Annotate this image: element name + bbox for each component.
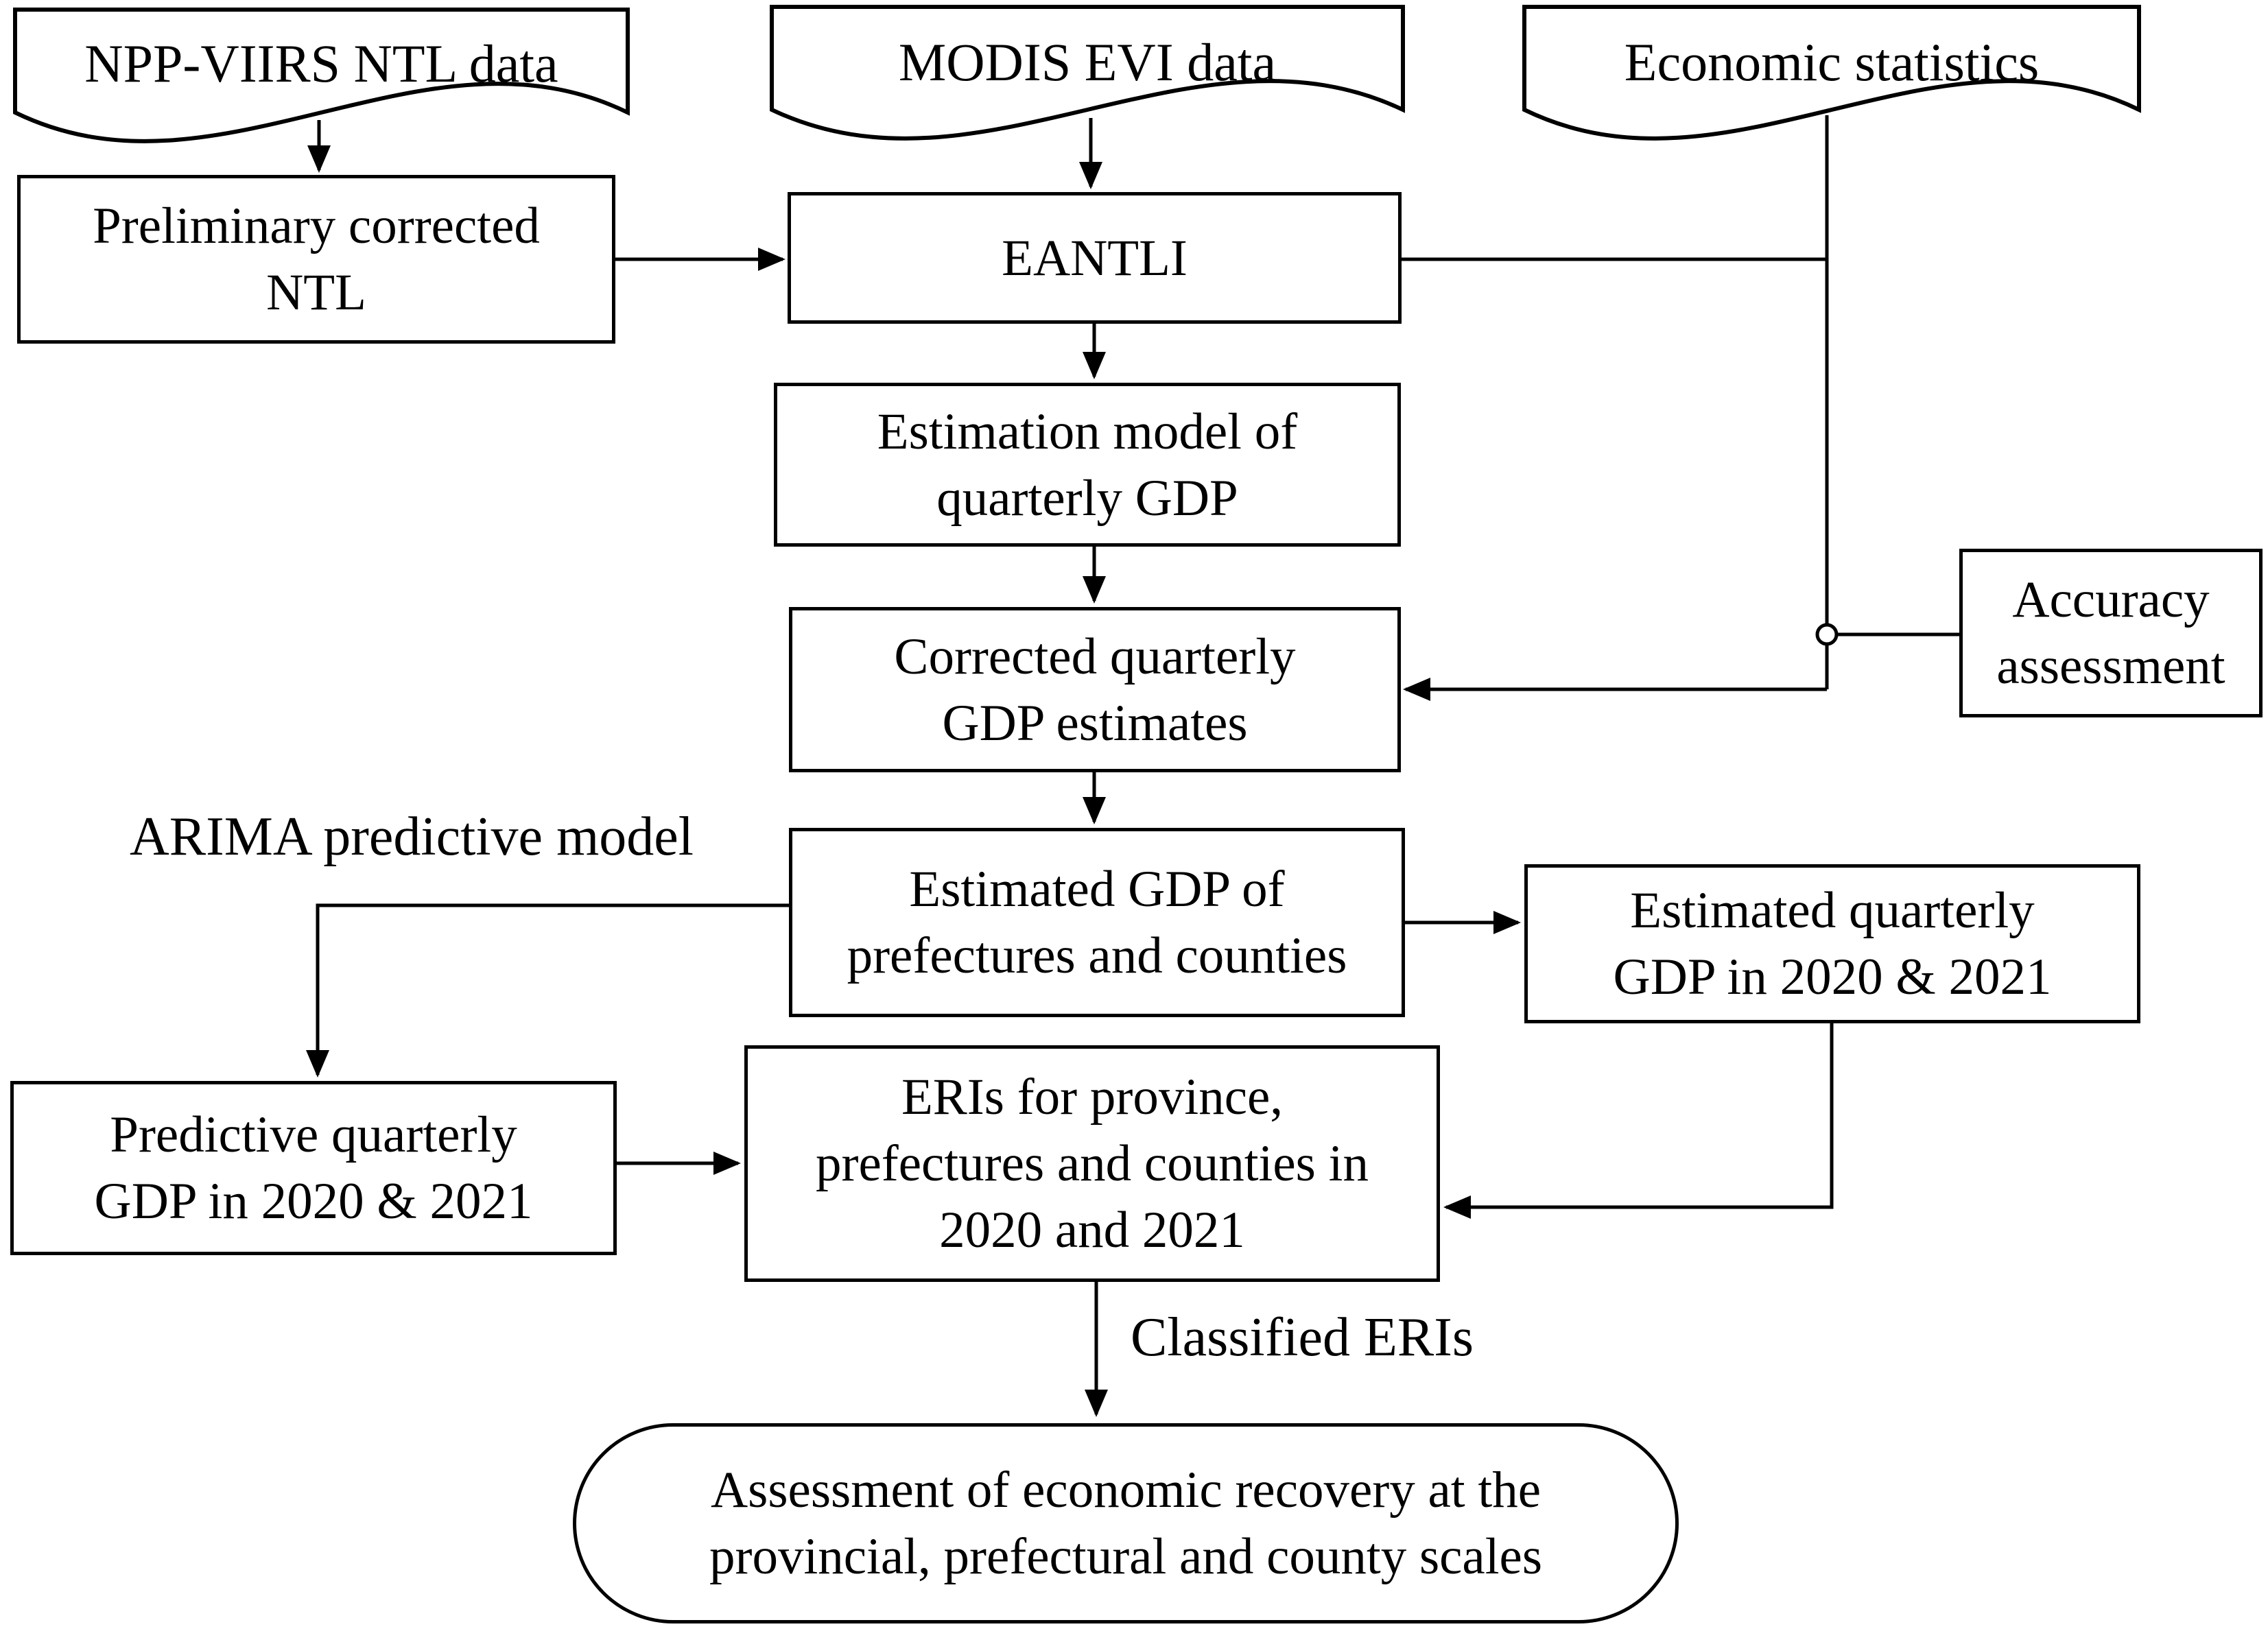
node-label-line: prefectures and counties bbox=[847, 927, 1347, 984]
node-label-line: Estimated GDP of bbox=[909, 861, 1285, 918]
node-label-line: provincial, prefectural and county scale… bbox=[709, 1528, 1543, 1585]
node-label-line: ERIs for province, bbox=[901, 1069, 1284, 1126]
node-label: MODIS EVI data bbox=[898, 32, 1277, 92]
node-label-line: 2020 and 2021 bbox=[939, 1202, 1245, 1259]
node-label-line: Estimated quarterly bbox=[1630, 882, 2035, 939]
label-arima-predictive-model: ARIMA predictive model bbox=[86, 804, 737, 869]
node-corrected-quarterly-gdp: Corrected quarterly GDP estimates bbox=[789, 607, 1401, 772]
node-label: NPP-VIIRS NTL data bbox=[84, 33, 558, 93]
label-classified-eris: Classified ERIs bbox=[1131, 1305, 1570, 1370]
node-label-line: GDP in 2020 & 2021 bbox=[94, 1173, 533, 1230]
node-label-line: Predictive quarterly bbox=[110, 1106, 517, 1163]
node-assessment-economic-recovery: Assessment of economic recovery at the p… bbox=[573, 1423, 1679, 1623]
node-label-line: quarterly GDP bbox=[936, 469, 1238, 527]
node-estimated-gdp-prefectures-counties: Estimated GDP of prefectures and countie… bbox=[789, 828, 1405, 1017]
node-label-line: EANTLI bbox=[1002, 229, 1188, 287]
node-label-line: Corrected quarterly bbox=[894, 628, 1296, 685]
node-estimated-quarterly-gdp-2020-2021: Estimated quarterly GDP in 2020 & 2021 bbox=[1524, 864, 2140, 1023]
connector-circle bbox=[1815, 623, 1839, 646]
node-eris-province-prefectures-counties: ERIs for province, prefectures and count… bbox=[744, 1045, 1440, 1282]
node-label-line: NTL bbox=[266, 264, 366, 321]
label-text: ARIMA predictive model bbox=[129, 806, 694, 867]
node-label-line: GDP estimates bbox=[942, 694, 1248, 752]
node-preliminary-corrected-ntl: Preliminary corrected NTL bbox=[17, 175, 615, 344]
node-label-line: Preliminary corrected bbox=[93, 198, 540, 254]
node-label-line: Assessment of economic recovery at the bbox=[711, 1462, 1541, 1519]
node-modis-evi-data: MODIS EVI data bbox=[772, 19, 1403, 105]
node-economic-statistics: Economic statistics bbox=[1524, 19, 2139, 105]
node-predictive-quarterly-gdp-2020-2021: Predictive quarterly GDP in 2020 & 2021 bbox=[10, 1081, 617, 1255]
tape-shape-modis-evi bbox=[770, 5, 1405, 141]
arrow-arima-elbow-to-predictive bbox=[306, 903, 789, 1078]
node-label-line: Estimation model of bbox=[877, 403, 1298, 460]
arrow-estimated-quarterly-to-eris bbox=[1443, 1023, 1834, 1219]
label-text: Classified ERIs bbox=[1131, 1307, 1474, 1368]
node-label-line: Accuracy bbox=[2012, 571, 2210, 628]
node-label-line: prefectures and counties in bbox=[816, 1135, 1369, 1192]
node-eantli: EANTLI bbox=[788, 192, 1402, 324]
node-label-line: assessment bbox=[1996, 638, 2225, 695]
node-label: Economic statistics bbox=[1624, 32, 2040, 92]
node-npp-viirs-ntl-data: NPP-VIIRS NTL data bbox=[15, 21, 628, 106]
node-label-line: GDP in 2020 & 2021 bbox=[1613, 949, 2052, 1006]
tape-shape-economic-statistics bbox=[1522, 5, 2141, 141]
tape-shape-npp-viirs bbox=[13, 8, 630, 143]
node-estimation-model: Estimation model of quarterly GDP bbox=[774, 383, 1401, 547]
node-accuracy-assessment: Accuracy assessment bbox=[1959, 549, 2263, 717]
